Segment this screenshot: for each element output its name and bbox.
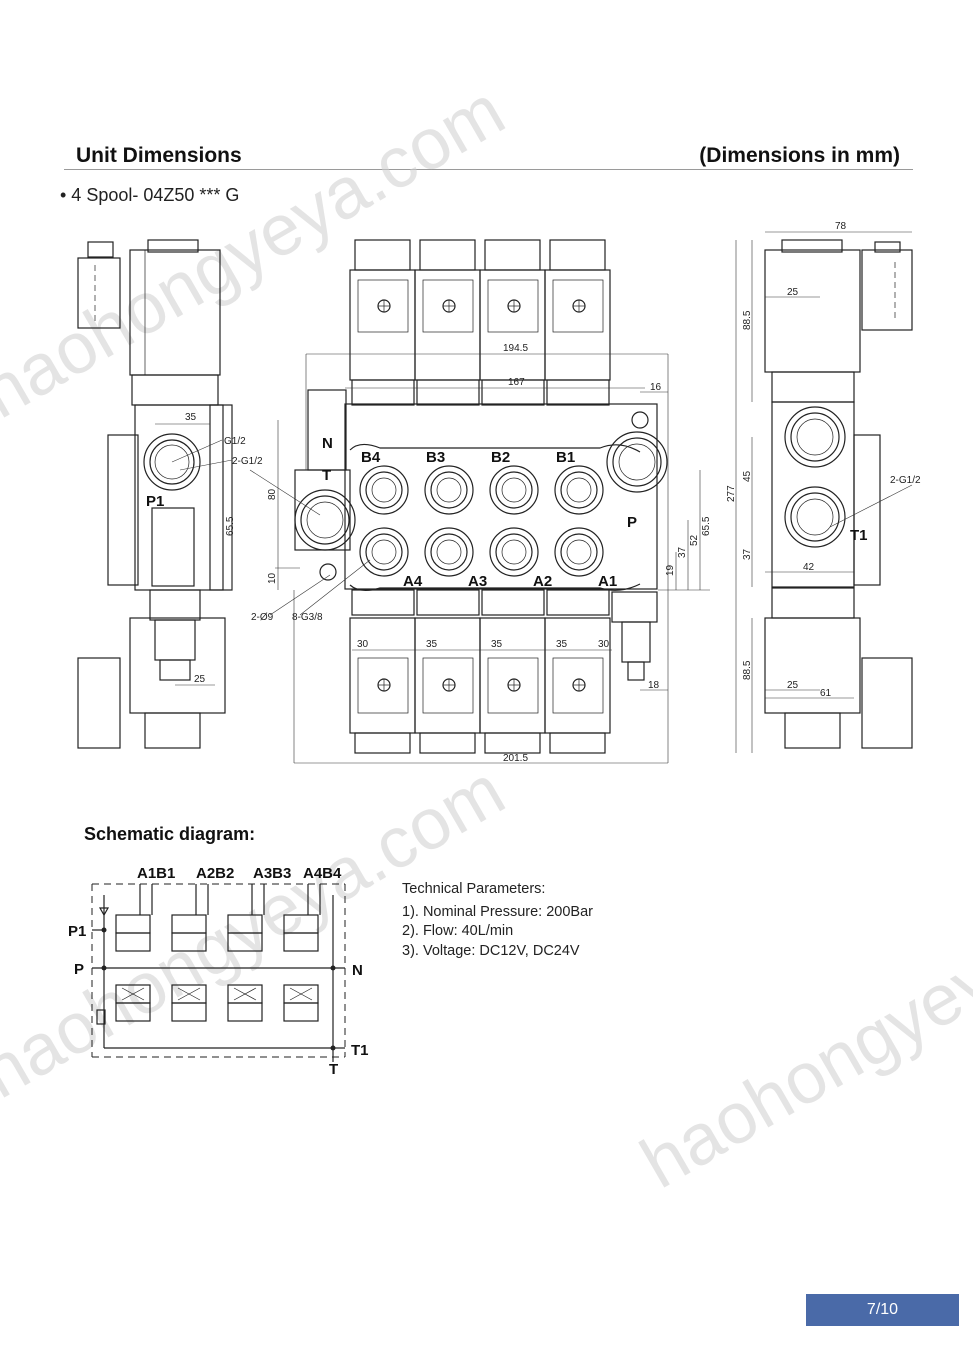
dim-35: 35 <box>185 412 197 423</box>
port-B4: B4 <box>361 449 381 466</box>
dim-35-c: 35 <box>556 639 568 650</box>
tech-item-flow: 2). Flow: 40L/min <box>402 923 514 939</box>
top-solenoids <box>349 239 611 406</box>
label-P: P <box>74 961 84 978</box>
dim-25-right-top: 25 <box>787 287 799 298</box>
port-A4: A4 <box>403 573 423 590</box>
dim-61: 61 <box>820 688 832 699</box>
side-left-labels: P1 G1/2 2-G1/2 35 65.5 25 <box>146 412 263 685</box>
label-A4B4: A4B4 <box>303 865 342 882</box>
tech-heading: Technical Parameters: <box>402 881 546 897</box>
title-divider <box>64 169 913 170</box>
dim-19: 19 <box>665 564 676 576</box>
label-T1: T1 <box>351 1042 369 1059</box>
dim-201-5: 201.5 <box>503 753 528 764</box>
thread-right-label: 2-G1/2 <box>890 475 921 486</box>
side-right-labels: T1 2-G1/2 78 25 88.5 277 45 37 42 88.5 2… <box>726 221 921 699</box>
dim-52: 52 <box>689 534 700 546</box>
port-B3: B3 <box>426 449 445 466</box>
label-P1: P1 <box>68 923 86 940</box>
dim-65-5-front: 65.5 <box>701 516 712 536</box>
port-A3: A3 <box>468 573 487 590</box>
dim-80: 80 <box>267 488 278 500</box>
valve-section-3 <box>227 884 265 1022</box>
side-view-right <box>735 231 913 753</box>
A-ports <box>359 527 604 577</box>
dim-35-b: 35 <box>491 639 503 650</box>
dim-30-a: 30 <box>357 639 369 650</box>
dim-88-5-bottom: 88.5 <box>742 660 753 680</box>
page-number-badge: 7/10 <box>806 1294 959 1326</box>
schematic-labels: A1B1 A2B2 A3B3 A4B4 P1 P N T1 T <box>68 865 369 1078</box>
watermark-text-2: haohongyeya.com <box>628 840 973 1203</box>
port-N: N <box>322 435 333 452</box>
thread2-label: 2-G1/2 <box>232 456 263 467</box>
schematic-diagram <box>91 883 346 1062</box>
units-note: (Dimensions in mm) <box>699 144 900 167</box>
dim-88-5-top: 88.5 <box>742 310 753 330</box>
schematic-title: Schematic diagram: <box>84 824 256 844</box>
dim-25-left: 25 <box>194 674 206 685</box>
port-A1: A1 <box>598 573 617 590</box>
dim-37-front: 37 <box>677 546 688 558</box>
B-ports <box>359 465 604 515</box>
port-B2: B2 <box>491 449 510 466</box>
port-T: T <box>322 467 331 484</box>
thread-label: G1/2 <box>224 436 246 447</box>
dim-167: 167 <box>508 377 525 388</box>
dim-10: 10 <box>267 572 278 584</box>
front-view <box>249 239 710 764</box>
technical-parameters: Technical Parameters: 1). Nominal Pressu… <box>402 880 593 961</box>
section-title: Unit Dimensions <box>76 144 242 167</box>
port-P1-left: P1 <box>146 493 164 510</box>
dim-35-a: 35 <box>426 639 438 650</box>
valve-section-2 <box>171 884 209 1022</box>
side-view-left <box>77 239 233 749</box>
label-A1B1: A1B1 <box>137 865 175 882</box>
valve-section-1 <box>115 884 153 1022</box>
dim-18: 18 <box>648 680 660 691</box>
port-B1: B1 <box>556 449 575 466</box>
valve-section-4 <box>283 884 321 1022</box>
tech-item-voltage: 3). Voltage: DC12V, DC24V <box>402 942 580 959</box>
label-A2B2: A2B2 <box>196 865 234 882</box>
watermark-text-1: haohongyeya.com <box>0 70 518 433</box>
tech-item-pressure: 1). Nominal Pressure: 200Bar <box>402 903 593 920</box>
thread-g38-label: 8-G3/8 <box>292 612 323 623</box>
dim-25-right-bottom: 25 <box>787 680 799 691</box>
label-A3B3: A3B3 <box>253 865 291 882</box>
hole-label: 2-Ø9 <box>251 612 274 623</box>
dim-42: 42 <box>803 562 815 573</box>
dim-194-5: 194.5 <box>503 343 528 354</box>
dim-78: 78 <box>835 221 847 232</box>
model-bullet: • 4 Spool- 04Z50 *** G <box>60 185 240 205</box>
port-A2: A2 <box>533 573 552 590</box>
bottom-solenoids <box>349 589 611 754</box>
dim-277: 277 <box>726 485 737 502</box>
dim-16: 16 <box>650 382 662 393</box>
port-T1: T1 <box>850 527 868 544</box>
port-P: P <box>627 514 637 531</box>
label-N: N <box>352 962 363 979</box>
front-labels: B4 B3 B2 B1 A4 A3 A2 A1 N T P 2-Ø9 8-G3/… <box>251 343 712 764</box>
dim-45: 45 <box>742 470 753 482</box>
label-T: T <box>329 1061 338 1078</box>
dim-65-5-left: 65.5 <box>225 516 236 536</box>
dim-30-b: 30 <box>598 639 610 650</box>
dim-37-right: 37 <box>742 548 753 560</box>
